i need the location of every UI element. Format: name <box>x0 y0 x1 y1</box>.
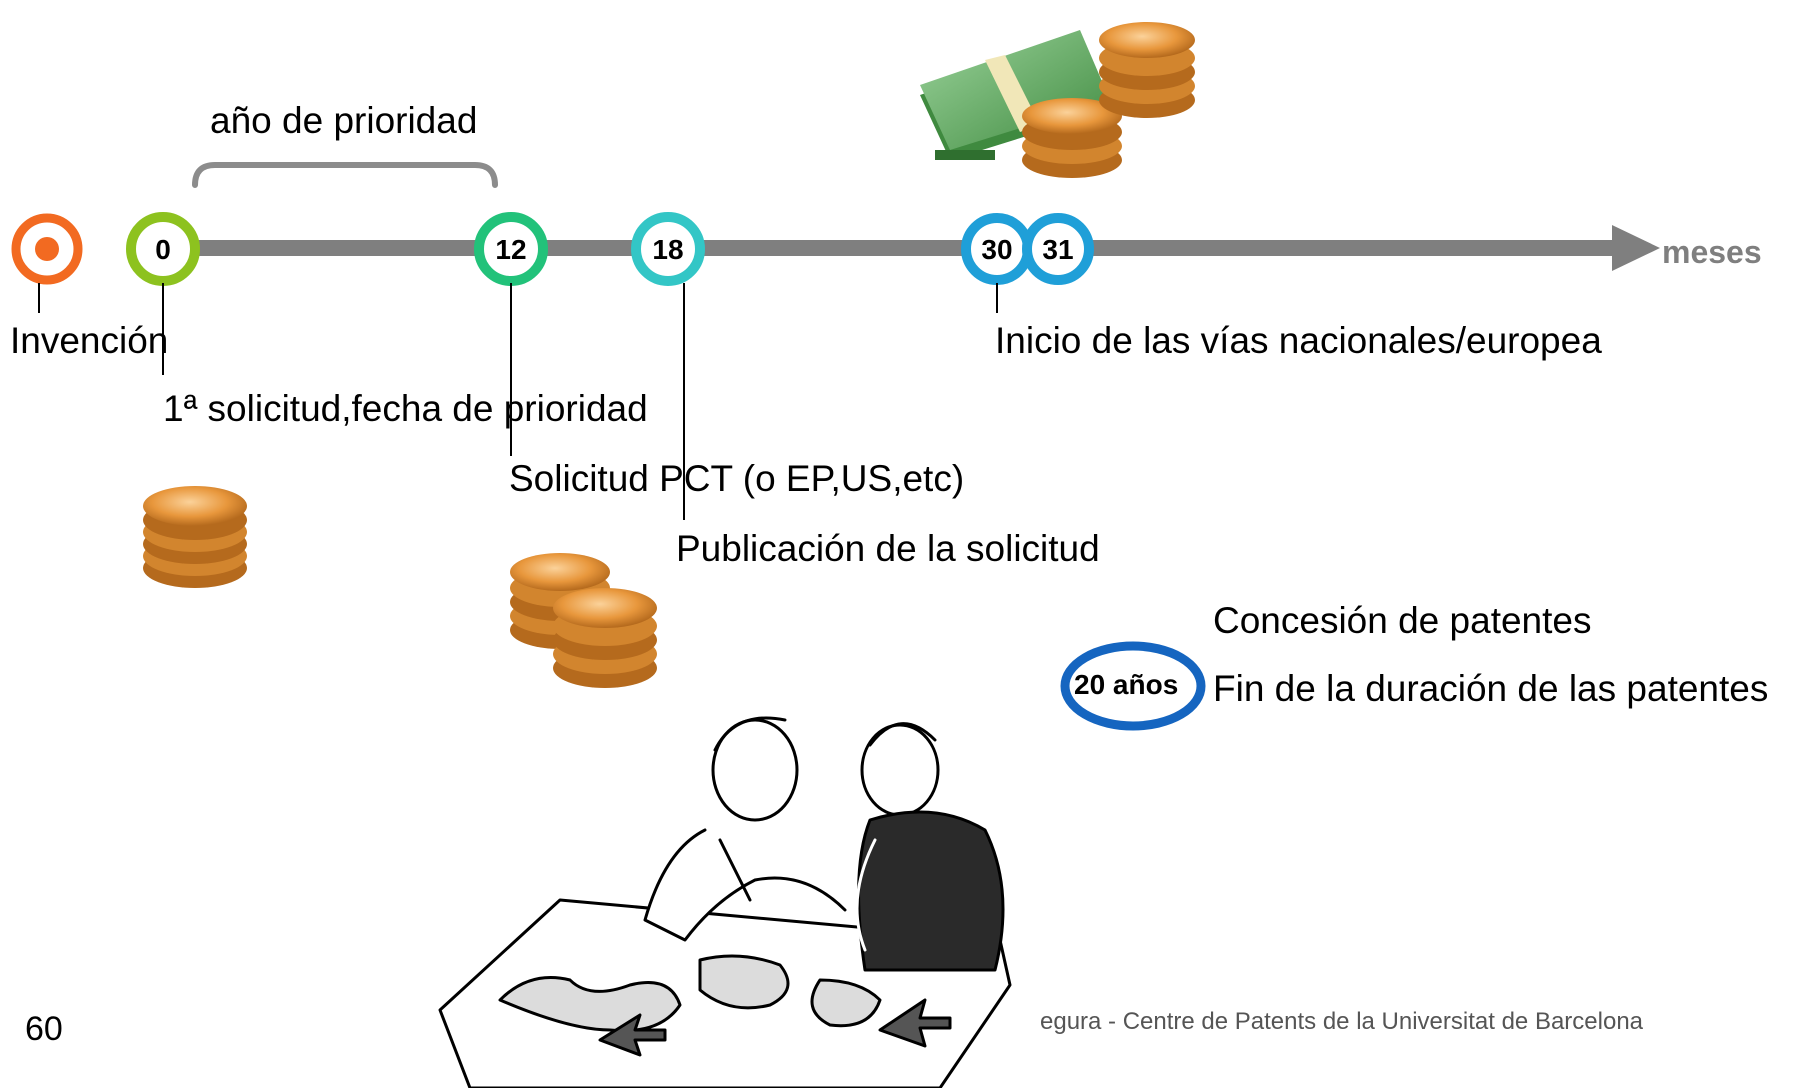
event-publication-label: Publicación de la solicitud <box>676 528 1100 569</box>
marker-month-0 <box>126 212 200 286</box>
marker-month-31 <box>1022 213 1094 285</box>
term-badge-label: 20 años <box>1074 669 1179 700</box>
page-number: 60 <box>25 1010 63 1048</box>
event-invention-label: Invención <box>10 320 169 361</box>
marker-label-30: 30 <box>981 234 1013 265</box>
axis-arrowhead <box>1612 225 1660 271</box>
priority-year-bracket <box>192 162 498 188</box>
term-badge-ring <box>1060 641 1206 731</box>
event-pct-filing-label: Solicitud PCT (o EP,US,etc) <box>509 458 965 499</box>
priority-year-label: año de prioridad <box>210 100 478 141</box>
marker-month-18 <box>631 212 705 286</box>
marker-label-31: 31 <box>1042 234 1074 265</box>
marker-label-0: 0 <box>155 234 171 265</box>
footer-credit: egura - Centre de Patents de la Universi… <box>1040 1008 1644 1035</box>
marker-invention <box>11 213 83 285</box>
double-coin-stack-icon <box>510 553 657 688</box>
timeline-axis <box>150 240 1615 256</box>
coin-stack-icon <box>143 486 247 588</box>
event-end-term-label: Fin de la duración de las patentes <box>1213 668 1769 709</box>
marker-label-12: 12 <box>495 234 527 265</box>
marker-label-18: 18 <box>652 234 684 265</box>
axis-unit-label: meses <box>1662 234 1762 270</box>
event-first-filing-label: 1ª solicitud,fecha de prioridad <box>163 388 648 429</box>
marker-month-12 <box>474 212 548 286</box>
event-grant-label: Concesión de patentes <box>1213 600 1592 641</box>
event-national-phase-label: Inicio de las vías nacionales/europea <box>995 320 1602 361</box>
money-pile-icon <box>920 22 1195 178</box>
map-planning-illustration <box>412 700 1032 1088</box>
